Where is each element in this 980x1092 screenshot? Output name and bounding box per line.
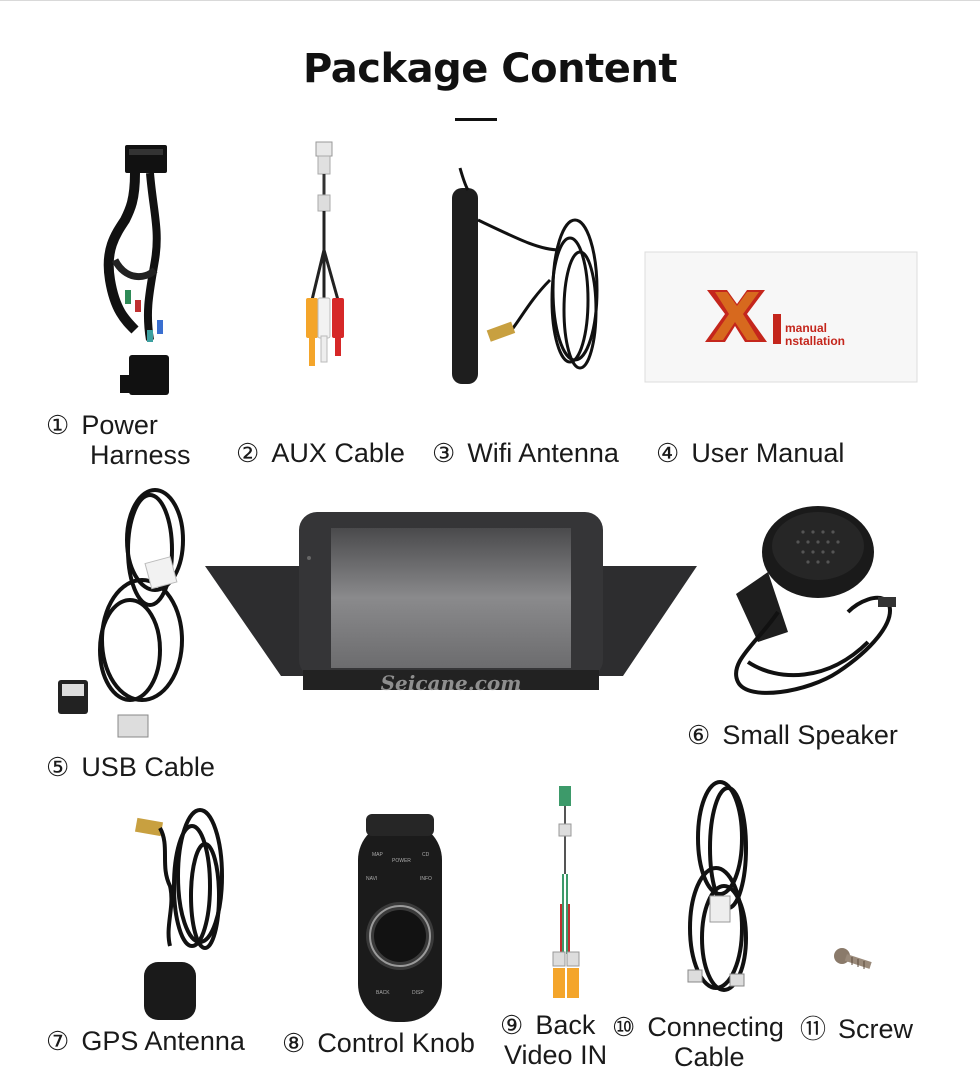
item-number: ⑨ — [500, 1010, 524, 1040]
item-name-line2: Cable — [674, 1042, 745, 1072]
label-gps-antenna: ⑦ GPS Antenna — [46, 1026, 245, 1056]
power-harness-image — [103, 145, 169, 395]
page-title: Package Content — [303, 46, 677, 92]
item-name-line1: GPS Antenna — [81, 1026, 245, 1056]
item-name-line1: Back — [535, 1010, 596, 1040]
item-number: ⑤ — [46, 752, 70, 782]
item-number: ⑥ — [687, 720, 711, 750]
knob-btn-disp: DISP — [412, 990, 424, 996]
item-name-line1: AUX Cable — [271, 438, 405, 468]
connecting-cable-image — [687, 780, 748, 992]
item-number: ⑩ — [612, 1012, 636, 1042]
item-number: ④ — [656, 438, 680, 468]
item-name-line1: Control Knob — [317, 1028, 475, 1058]
item-name-line1: Power — [81, 410, 158, 440]
screw-image — [834, 948, 872, 969]
manual-text-installation: nstallation — [785, 334, 845, 348]
top-divider — [0, 0, 980, 1]
label-aux-cable: ② AUX Cable — [236, 438, 405, 468]
label-screw: ⑪ Screw — [800, 1014, 913, 1044]
label-power-harness: ① Power Harness — [46, 410, 191, 470]
label-control-knob: ⑧ Control Knob — [282, 1028, 475, 1058]
item-name-line1: Small Speaker — [722, 720, 898, 750]
knob-btn-back: BACK — [376, 990, 390, 996]
label-small-speaker: ⑥ Small Speaker — [687, 720, 898, 750]
label-usb-cable: ⑤ USB Cable — [46, 752, 215, 782]
knob-btn-cd: CD — [422, 852, 430, 858]
item-name-line2: Harness — [90, 440, 191, 470]
item-number: ⑦ — [46, 1026, 70, 1056]
item-name-line2: Video IN — [504, 1040, 608, 1070]
item-number: ⑧ — [282, 1028, 306, 1058]
item-number: ⑪ — [800, 1014, 827, 1044]
wifi-antenna-image — [452, 167, 599, 384]
manual-text-manual: manual — [785, 321, 827, 335]
small-speaker-image — [734, 506, 896, 695]
label-user-manual: ④ User Manual — [656, 438, 844, 468]
knob-btn-info: INFO — [420, 876, 432, 882]
item-name-line1: USB Cable — [81, 752, 215, 782]
item-number: ③ — [432, 438, 456, 468]
item-number: ① — [46, 410, 70, 440]
back-video-in-image — [552, 786, 580, 998]
knob-btn-map: MAP — [372, 852, 384, 858]
head-unit-image: Seicane.com — [205, 512, 697, 695]
title-underline — [455, 118, 497, 121]
item-number: ② — [236, 438, 260, 468]
item-name-line1: Wifi Antenna — [467, 438, 619, 468]
label-connecting-cable: ⑩ Connecting Cable — [612, 1012, 784, 1072]
item-name-line1: Screw — [838, 1014, 914, 1044]
control-knob-image: MAP POWER CD NAVI INFO BACK DISP — [358, 814, 442, 1022]
label-wifi-antenna: ③ Wifi Antenna — [432, 438, 619, 468]
user-manual-image: manual nstallation — [644, 251, 918, 383]
label-back-video-in: ⑨ Back Video IN — [500, 1010, 607, 1070]
gps-antenna-image — [134, 808, 224, 1020]
usb-cable-image — [58, 488, 185, 738]
knob-btn-navi: NAVI — [366, 876, 377, 882]
item-name-line1: Connecting — [647, 1012, 784, 1042]
item-name-line1: User Manual — [691, 438, 845, 468]
aux-cable-image — [306, 141, 344, 366]
watermark-text: Seicane.com — [381, 671, 522, 695]
knob-btn-power: POWER — [392, 858, 411, 864]
